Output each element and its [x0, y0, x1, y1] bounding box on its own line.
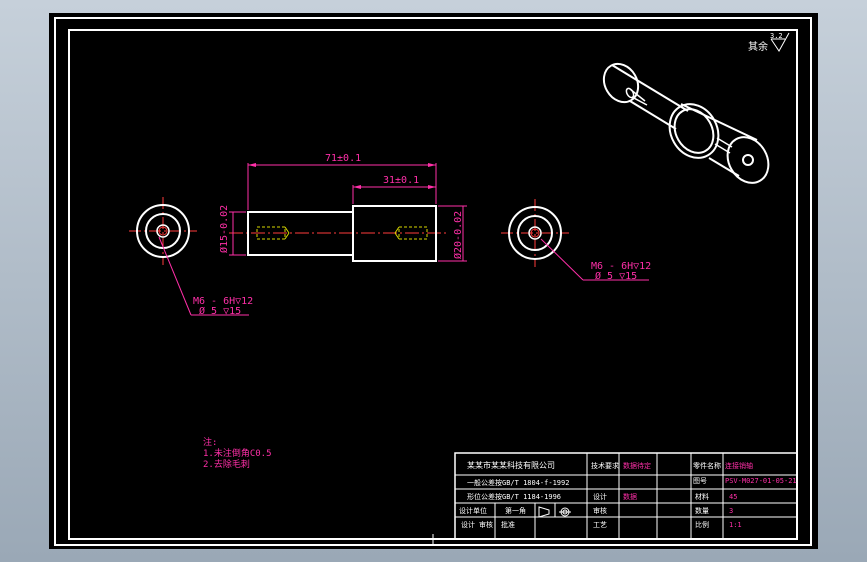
left-end-view: M6 - 6H▽12 Ø 5 ▽15 — [129, 197, 253, 317]
tb-right-label-1: 材料 — [695, 492, 709, 501]
tb-mid-label-1: 技术要求 — [591, 461, 619, 470]
tb-right-label-2: 数量 — [695, 506, 709, 515]
right-end-view: M6 - 6H▽12 Ø 5 ▽15 — [501, 199, 651, 282]
roughness-value: 3.2 — [770, 32, 783, 40]
tb-right-value-1: 45 — [729, 493, 737, 501]
tb-first-angle: 第一角 — [505, 506, 526, 515]
projection-symbol-icon — [538, 506, 571, 518]
technical-notes: 注: 1.未注倒角C0.5 2.去除毛刺 — [203, 436, 272, 470]
tb-drawing-name-label: 零件名称 — [693, 461, 721, 470]
left-callout-thread: M6 - 6H▽12 — [193, 296, 253, 307]
notes-item-2: 2.去除毛刺 — [203, 458, 250, 470]
left-callout-hole: Ø 5 ▽15 — [199, 305, 241, 317]
dim-overall-length: 71±0.1 — [325, 153, 361, 164]
notes-title: 注: — [203, 436, 217, 448]
tb-design-label: 设计单位 — [459, 506, 487, 515]
tb-company: 某某市某某科技有限公司 — [467, 460, 555, 470]
tb-std-geometric: 形位公差按GB/T 1184-1996 — [467, 492, 561, 501]
tb-mid-value-2: 数据 — [623, 492, 637, 501]
tb-mid-label-4: 工艺 — [593, 521, 607, 529]
tb-drawing-no: PSV-M027-01-05-21 — [725, 477, 797, 485]
drawing-sheet: 其余 3.2 M6 - 6H▽12 Ø 5 ▽15 — [49, 13, 818, 549]
right-callout-thread: M6 - 6H▽12 — [591, 261, 651, 272]
cad-drawing: 其余 3.2 M6 - 6H▽12 Ø 5 ▽15 — [54, 17, 812, 546]
front-view: 71±0.1 31±0.1 Ø15-0.02 Ø20-0.02 — [218, 153, 467, 262]
tb-signature-3: 批准 — [501, 520, 515, 529]
tb-mid-value-1: 数据待定 — [623, 461, 651, 470]
tb-right-label-3: 比例 — [695, 520, 709, 529]
notes-item-1: 1.未注倒角C0.5 — [203, 447, 272, 459]
tb-std-tolerance: 一般公差按GB/T 1804-f-1992 — [467, 478, 569, 487]
tb-mid-label-3: 审核 — [593, 506, 607, 515]
dim-large-length: 31±0.1 — [383, 175, 419, 186]
roughness-label: 其余 — [748, 40, 768, 53]
tb-drawing-name: 连接销轴 — [725, 461, 753, 470]
isometric-view — [602, 62, 770, 184]
tb-drawing-no-label: 图号 — [693, 477, 707, 485]
tb-mid-label-2: 设计 — [593, 492, 607, 501]
tb-signature-2: 审核 — [479, 520, 493, 529]
tb-signature-1: 设计 — [461, 520, 475, 529]
right-callout-hole: Ø 5 ▽15 — [595, 270, 637, 282]
title-block: 某某市某某科技有限公司 一般公差按GB/T 1804-f-1992 形位公差按G… — [454, 452, 798, 540]
dim-large-diameter: Ø20-0.02 — [452, 211, 464, 259]
tb-right-value-2: 3 — [729, 507, 733, 515]
roughness-symbol: 其余 3.2 — [748, 32, 790, 53]
dim-small-diameter: Ø15-0.02 — [218, 205, 230, 253]
tb-right-value-3: 1:1 — [729, 521, 742, 529]
